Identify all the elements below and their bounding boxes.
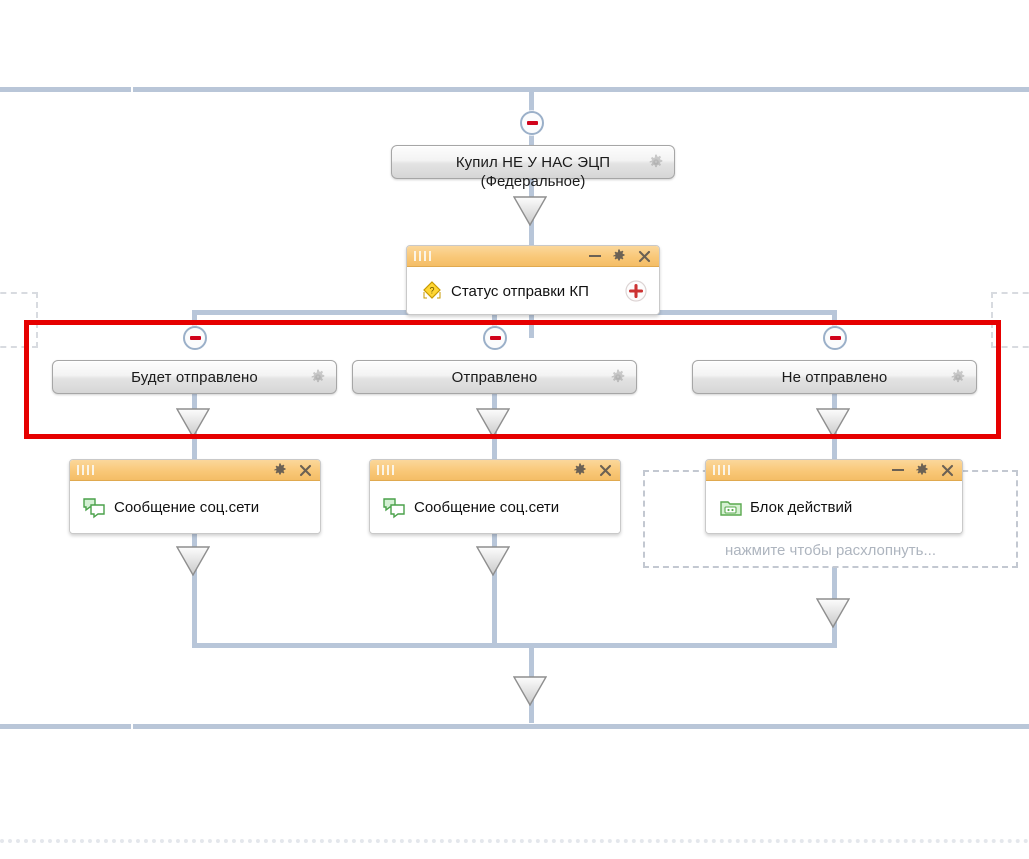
leaf-node-action-block[interactable]: Блок действий (705, 459, 963, 534)
node-body: Блок действий (706, 481, 962, 533)
branch-button-sent[interactable]: Отправлено (352, 360, 637, 394)
close-icon[interactable] (298, 463, 312, 477)
collapsed-group-hint: нажмите чтобы расхлопнуть... (724, 542, 936, 559)
lane-tick-bottom (131, 722, 133, 731)
action-node-label: Купил НЕ У НАС ЭЦП (455, 153, 611, 171)
connector-leaf2-down (492, 534, 497, 646)
gear-icon[interactable] (915, 463, 929, 477)
svg-text:?: ? (429, 286, 434, 296)
drag-handle-icon[interactable] (77, 465, 94, 475)
collapse-toggle-top[interactable] (520, 111, 544, 135)
collapse-toggle-branch-1[interactable] (183, 326, 207, 350)
gear-icon[interactable] (648, 154, 664, 170)
leaf-node-title: Сообщение соц.сети (114, 499, 260, 516)
collapse-toggle-branch-3[interactable] (823, 326, 847, 350)
close-icon[interactable] (637, 249, 651, 263)
arrow-leaf2-down (476, 546, 510, 576)
drag-handle-icon[interactable] (414, 251, 431, 261)
decision-node-title: Статус отправки КП (451, 282, 589, 300)
arrow-final (513, 676, 547, 706)
node-titlebar[interactable] (70, 460, 320, 481)
lane-divider-top (0, 87, 1029, 92)
chat-bubbles-icon (82, 495, 108, 521)
minus-circle-icon (520, 111, 544, 135)
folder-actions-icon (718, 495, 744, 521)
connector-merge-bus (192, 643, 837, 648)
gear-icon[interactable] (310, 369, 326, 385)
minimize-icon[interactable] (891, 463, 904, 477)
branch-label: Отправлено (451, 368, 538, 386)
question-diamond-icon: ? (419, 278, 445, 304)
drag-handle-icon[interactable] (713, 465, 730, 475)
leaf-node-title: Блок действий (750, 499, 853, 516)
gear-icon[interactable] (273, 463, 287, 477)
lane-divider-bottom (0, 724, 1029, 729)
branch-button-not-sent[interactable]: Не отправлено (692, 360, 977, 394)
branch-button-will-be-sent[interactable]: Будет отправлено (52, 360, 337, 394)
node-titlebar[interactable] (370, 460, 620, 481)
gear-icon[interactable] (950, 369, 966, 385)
minus-circle-icon (483, 326, 507, 350)
node-body: Сообщение соц.сети (70, 481, 320, 533)
arrow-leaf3-down (816, 598, 850, 628)
node-titlebar[interactable] (407, 246, 659, 267)
leaf-node-social-message-2[interactable]: Сообщение соц.сети (369, 459, 621, 534)
gear-icon[interactable] (573, 463, 587, 477)
leaf-node-social-message-1[interactable]: Сообщение соц.сети (69, 459, 321, 534)
arrow-branch2-to-leaf (476, 408, 510, 438)
node-body: ? Статус отправки КП (407, 267, 659, 314)
plus-circle-icon[interactable] (625, 280, 647, 302)
gear-icon[interactable] (610, 369, 626, 385)
arrow-branch1-to-leaf (176, 408, 210, 438)
connector-leaf1-down (192, 534, 197, 646)
leaf-node-title: Сообщение соц.сети (414, 499, 560, 516)
arrow-leaf1-down (176, 546, 210, 576)
gear-icon[interactable] (612, 249, 626, 263)
close-icon[interactable] (940, 463, 954, 477)
node-body: Сообщение соц.сети (370, 481, 620, 533)
lane-tick-top (131, 85, 133, 94)
collapse-toggle-branch-2[interactable] (483, 326, 507, 350)
action-node-bought-elsewhere[interactable]: Купил НЕ У НАС ЭЦП (Федеральное) (391, 145, 675, 190)
branch-label: Не отправлено (781, 368, 888, 386)
arrow-branch3-to-leaf (816, 408, 850, 438)
minus-circle-icon (823, 326, 847, 350)
selection-highlight-rect (24, 320, 1001, 439)
branch-label: Будет отправлено (131, 368, 258, 386)
close-icon[interactable] (598, 463, 612, 477)
action-node-sublabel: (Федеральное) (480, 173, 586, 190)
drag-handle-icon[interactable] (377, 465, 394, 475)
decision-node-kp-status[interactable]: ? Статус отправки КП (406, 245, 660, 315)
minimize-icon[interactable] (588, 249, 601, 263)
node-titlebar[interactable] (706, 460, 962, 481)
dashed-baseline (0, 839, 1029, 843)
arrow-to-decision (513, 196, 547, 226)
chat-bubbles-icon (382, 495, 408, 521)
minus-circle-icon (183, 326, 207, 350)
